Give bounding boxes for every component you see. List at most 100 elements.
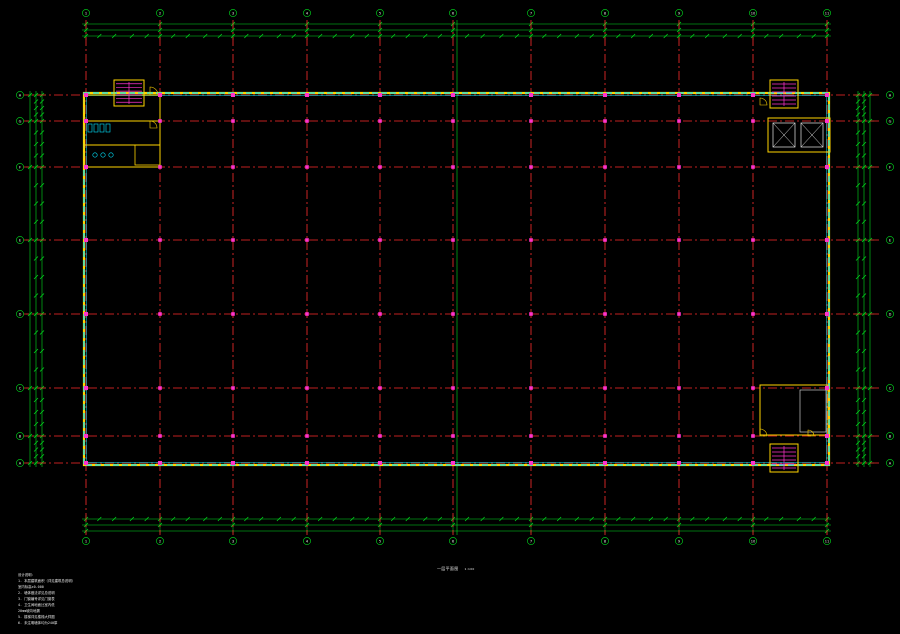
grid-bubble-right-E: E — [886, 236, 894, 244]
dimension-tick — [170, 516, 176, 522]
dimension-tick — [423, 516, 428, 522]
grid-bubble-label: A — [19, 461, 22, 465]
dimension-tick — [663, 516, 668, 522]
structural-column — [231, 461, 235, 465]
dimension-tick — [33, 367, 39, 372]
washbasin — [100, 152, 106, 158]
grid-bubble-label: 3 — [232, 539, 234, 543]
dimension-tick — [616, 516, 621, 522]
structural-column — [84, 119, 88, 123]
dimension-tick — [129, 33, 135, 39]
dimension-tick — [855, 367, 861, 372]
grid-bubble-circle — [675, 9, 683, 17]
dimension-tick — [690, 33, 695, 39]
dimension-tick — [405, 516, 410, 522]
dimension-tick — [39, 141, 45, 147]
structural-column — [305, 386, 309, 390]
grid-bubble-left-C: C — [16, 384, 24, 392]
grid-bubble-circle — [749, 537, 757, 545]
grid-bubble-label: C — [889, 386, 892, 390]
elevator-shaft-walls — [767, 117, 831, 153]
dimension-tick — [317, 33, 323, 39]
grid-bubble-right-H: H — [886, 91, 894, 99]
grid-bubble-left-E: E — [16, 236, 24, 244]
grid-bubble-label: F — [19, 165, 21, 169]
dimension-tick — [405, 33, 410, 39]
dimension-tick — [39, 183, 45, 188]
grid-bubble-label: G — [19, 119, 22, 123]
note-line: 1. 本层建筑面积（详见建筑总说明） — [18, 579, 75, 583]
dimension-tick — [33, 219, 39, 224]
dimension-tick — [648, 33, 654, 39]
dimension-tick — [861, 141, 867, 147]
structural-column — [451, 165, 455, 169]
exterior-wall-fill — [82, 91, 831, 467]
grid-bubble-top-1: 1 — [82, 9, 90, 17]
dimension-tick — [203, 33, 208, 39]
dimension-tick — [556, 33, 562, 39]
grid-bubble-circle — [449, 9, 457, 17]
dimension-tick — [33, 256, 39, 261]
dimension-tick — [390, 33, 396, 39]
structural-column — [825, 386, 829, 390]
elevator-diagonal — [800, 122, 824, 148]
dimension-tick — [144, 516, 149, 522]
dimension-tick — [39, 219, 45, 224]
dimension-tick — [364, 516, 370, 522]
dimension-tick — [778, 516, 784, 522]
utility-room — [134, 144, 161, 166]
dimension-tick — [39, 130, 45, 135]
dimension-tick — [574, 516, 580, 522]
grid-bubble-right-A: A — [886, 459, 894, 467]
grid-bubble-label: 10 — [751, 11, 756, 15]
note-line: 6. 未注明墙体均为240厚 — [18, 621, 58, 625]
dimension-tick — [630, 516, 636, 522]
grid-bubble-label: 11 — [825, 539, 830, 543]
dimension-tick — [855, 112, 861, 117]
interior-wall-line — [86, 95, 827, 463]
structural-column — [751, 386, 755, 390]
dimension-tick — [855, 409, 861, 415]
structural-column — [603, 434, 607, 438]
toilet-stall — [105, 123, 111, 133]
structural-column — [84, 434, 88, 438]
note-line: 20mm坡向地漏 — [18, 609, 40, 613]
dimension-tick — [39, 112, 45, 117]
dimension-tick — [764, 33, 769, 39]
dimension-tick — [855, 421, 861, 427]
grid-bubble-right-D: D — [886, 310, 894, 318]
grid-bubble-label: 3 — [232, 11, 234, 15]
structural-column — [305, 93, 309, 97]
structural-column — [451, 386, 455, 390]
dimension-tick — [542, 516, 547, 522]
dimension-tick — [332, 516, 337, 522]
structural-column — [825, 165, 829, 169]
structural-column — [378, 119, 382, 123]
grid-bubble-right-G: G — [886, 117, 894, 125]
structural-column — [158, 119, 162, 123]
dimension-tick — [855, 293, 861, 298]
dimension-tick — [97, 516, 102, 522]
toilet-stall — [99, 123, 105, 133]
dimension-tick — [855, 256, 861, 261]
dimension-tick — [861, 397, 867, 403]
dimension-tick — [185, 33, 190, 39]
dimension-tick — [39, 348, 45, 354]
grid-bubble-top-10: 10 — [749, 9, 757, 17]
dimension-tick — [764, 516, 769, 522]
structural-column — [751, 119, 755, 123]
dimension-tick — [663, 33, 668, 39]
stair-enclosure — [769, 443, 799, 473]
dimension-tick — [39, 293, 45, 298]
stair-enclosure — [113, 79, 145, 107]
structural-column — [529, 312, 533, 316]
grid-bubble-label: 10 — [751, 539, 756, 543]
grid-bubble-top-6: 6 — [449, 9, 457, 17]
dimension-tick — [861, 201, 867, 206]
grid-bubble-circle — [303, 537, 311, 545]
dimension-tick — [514, 516, 520, 522]
dimension-tick — [170, 33, 176, 39]
grid-bubble-circle — [675, 537, 683, 545]
dimension-tick — [855, 219, 861, 224]
grid-bubble-circle — [527, 537, 535, 545]
